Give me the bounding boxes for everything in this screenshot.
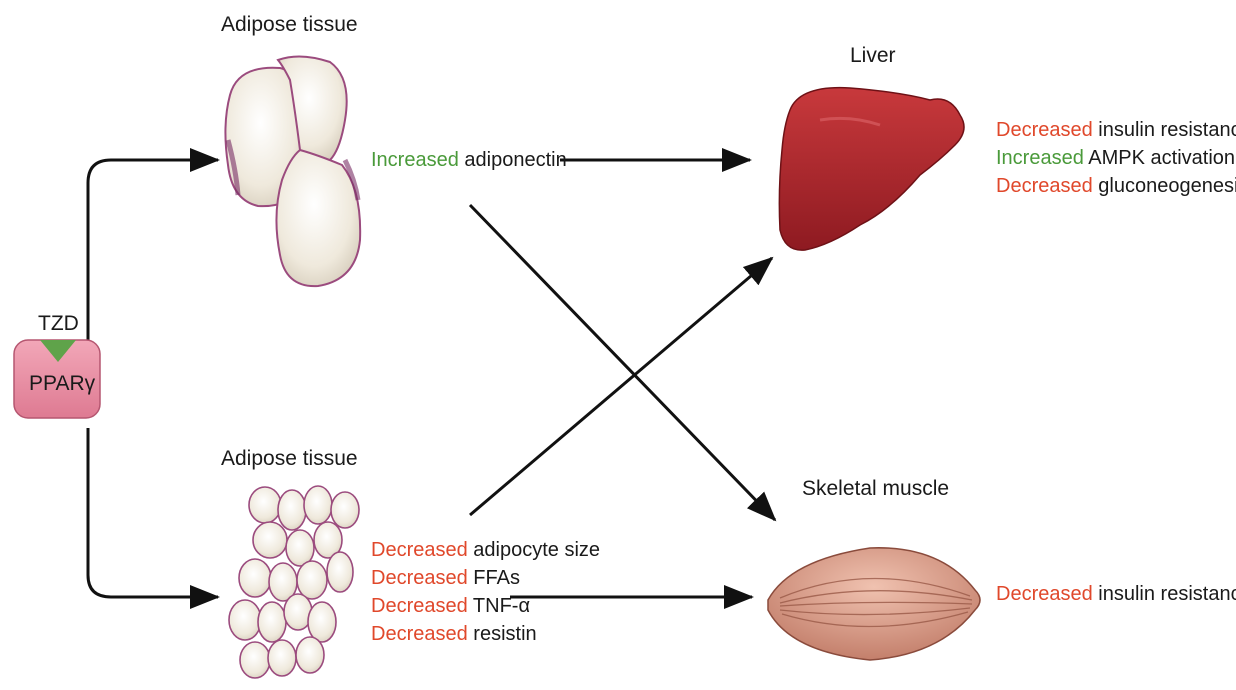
effect-item: Decreased TNF-α [371,594,600,622]
skeletal-muscle-title: Skeletal muscle [802,477,949,501]
effect-target: insulin resistance [1098,583,1236,605]
arrow-adipocyte-to-liver [470,258,772,515]
effect-target: resistin [473,623,536,645]
muscle-effects: Decreased insulin resistance [996,582,1236,610]
branch-arrow-top [88,160,218,340]
liver-title: Liver [850,44,896,68]
effect-item: Decreased gluconeogenesis [996,174,1236,202]
effect-target: adiponectin [464,149,566,171]
effect-change: Decreased [371,539,468,561]
ppar-gamma-label: PPARγ [29,372,95,396]
effect-change: Decreased [996,175,1093,197]
effect-item: Decreased adipocyte size [371,538,600,566]
effect-change: Increased [371,149,459,171]
tzd-label: TZD [38,312,79,336]
effect-target: adipocyte size [473,539,600,561]
liver-illustration [779,88,964,250]
adipose-top-effects: Increased adiponectin [371,148,567,176]
effect-item: Decreased insulin resistance [996,582,1236,610]
effect-target: insulin resistance [1098,119,1236,141]
effect-item: Decreased resistin [371,622,600,650]
effect-change: Decreased [371,623,468,645]
effect-item: Decreased FFAs [371,566,600,594]
liver-effects: Decreased insulin resistance Increased A… [996,118,1236,202]
skeletal-muscle-illustration [768,548,980,660]
adipose-tissue-bottom-title: Adipose tissue [221,447,358,471]
effect-change: Decreased [996,119,1093,141]
effect-change: Increased [996,147,1084,169]
effect-item: Decreased insulin resistance [996,118,1236,146]
effect-change: Decreased [996,583,1093,605]
adipose-tissue-top-illustration [225,56,360,286]
adipose-tissue-top-title: Adipose tissue [221,13,358,37]
effect-target: FFAs [473,567,520,589]
adipose-bottom-effects: Decreased adipocyte size Decreased FFAs … [371,538,600,650]
adipose-tissue-bottom-illustration [229,486,359,678]
effect-item: Increased AMPK activation [996,146,1236,174]
effect-target: AMPK activation [1088,147,1235,169]
effect-target: TNF-α [473,595,530,617]
effect-item: Increased adiponectin [371,148,567,176]
effect-change: Decreased [371,567,468,589]
arrow-adiponectin-to-muscle [470,205,775,520]
effect-change: Decreased [371,595,468,617]
branch-arrow-bottom [88,428,218,597]
effect-target: gluconeogenesis [1098,175,1236,197]
